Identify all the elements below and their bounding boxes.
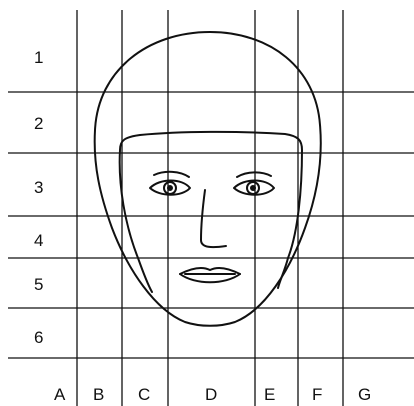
row-label-1: 1 [34, 48, 43, 67]
row-label-4: 4 [34, 231, 43, 250]
mouth [180, 268, 240, 282]
right-eye [234, 172, 274, 194]
hairline [120, 132, 302, 292]
row-label-5: 5 [34, 275, 43, 294]
row-label-2: 2 [34, 114, 43, 133]
column-label-b: B [93, 385, 104, 404]
face-drawing [95, 32, 321, 326]
column-label-c: C [138, 385, 150, 404]
column-label-f: F [312, 385, 322, 404]
column-labels: A B C D E F G [54, 385, 371, 404]
column-label-g: G [358, 385, 371, 404]
left-eye [150, 172, 190, 195]
grid-lines [8, 10, 414, 406]
column-label-a: A [54, 385, 66, 404]
column-label-e: E [264, 385, 275, 404]
nose [201, 190, 226, 247]
row-label-6: 6 [34, 328, 43, 347]
column-label-d: D [205, 385, 217, 404]
row-labels: 1 2 3 4 5 6 [34, 48, 43, 347]
row-label-3: 3 [34, 178, 43, 197]
